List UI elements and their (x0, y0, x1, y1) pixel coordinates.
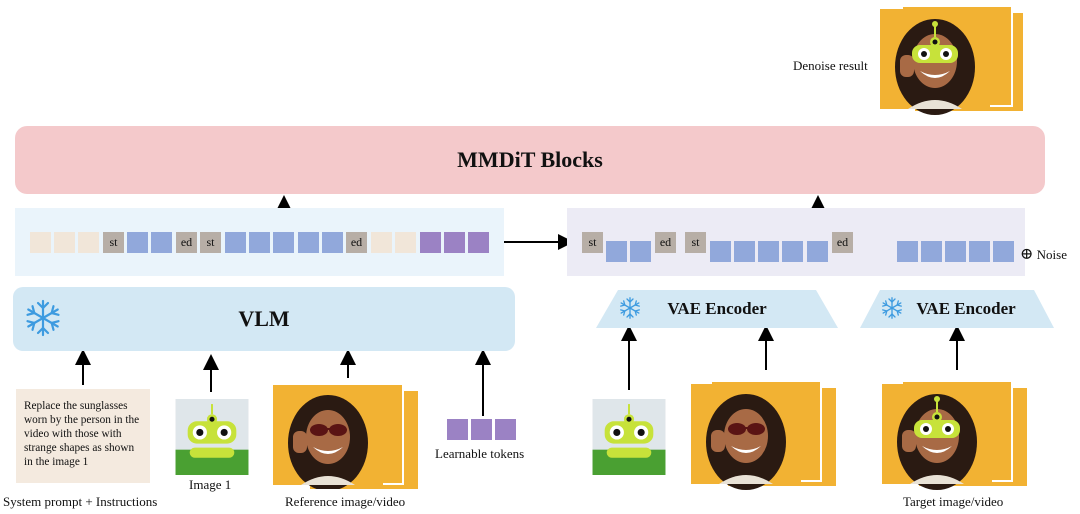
token-learnable (468, 232, 489, 253)
token-video (298, 232, 319, 253)
token-video (225, 232, 246, 253)
token-noise (945, 241, 966, 262)
learnable-token (471, 419, 492, 440)
image1-thumbnail (175, 399, 249, 475)
token-latent (734, 241, 755, 262)
token-prompt (371, 232, 392, 253)
token-video (273, 232, 294, 253)
vae-encoder-title: VAE Encoder (667, 299, 767, 318)
vlm-token-sequence: st ed st ed (15, 208, 504, 276)
token-prompt (78, 232, 99, 253)
image1-thumbnail-vae (592, 399, 666, 475)
token-end: ed (655, 232, 676, 253)
vae-encoder-block: VAE Encoder (596, 290, 838, 328)
vae-encoder-title: VAE Encoder (916, 299, 1016, 318)
token-video (322, 232, 343, 253)
token-latent (630, 241, 651, 262)
target-video-stack (882, 375, 1034, 495)
token-start: st (103, 232, 124, 253)
token-start: st (685, 232, 706, 253)
vae-token-sequence: st ed st ed (567, 208, 1025, 276)
noise-label: ⊕ Noise (1020, 244, 1067, 264)
token-end: ed (832, 232, 853, 253)
token-prompt (54, 232, 75, 253)
instruction-prompt: Replace the sunglasses worn by the perso… (16, 389, 150, 483)
token-prompt (395, 232, 416, 253)
vlm-title: VLM (238, 306, 290, 331)
reference-caption: Reference image/video (285, 494, 406, 509)
token-noise (993, 241, 1014, 262)
token-learnable (420, 232, 441, 253)
token-latent (782, 241, 803, 262)
learnable-tokens-caption: Learnable tokens (435, 446, 525, 461)
vae-encoder-block: VAE Encoder (860, 290, 1054, 328)
token-video (249, 232, 270, 253)
learnable-token (447, 419, 468, 440)
token-noise (897, 241, 918, 262)
token-start: st (582, 232, 603, 253)
token-start: st (200, 232, 221, 253)
noise-text: Noise (1036, 247, 1067, 262)
vlm-block: VLM (13, 287, 515, 351)
snowflake-icon (23, 298, 63, 338)
denoise-result-stack (880, 0, 1032, 120)
token-end: ed (346, 232, 367, 253)
token-noise (921, 241, 942, 262)
token-image (127, 232, 148, 253)
mmdit-title: MMDiT Blocks (457, 147, 603, 172)
token-latent (758, 241, 779, 262)
token-learnable (444, 232, 465, 253)
add-noise-icon: ⊕ (1020, 246, 1034, 263)
denoise-result-label: Denoise result (793, 58, 868, 73)
token-image (151, 232, 172, 253)
token-end: ed (176, 232, 197, 253)
learnable-token (495, 419, 516, 440)
system-prompt-caption: System prompt + Instructions (3, 494, 158, 509)
token-latent (710, 241, 731, 262)
mmdit-blocks: MMDiT Blocks (15, 126, 1045, 194)
token-latent (807, 241, 828, 262)
token-latent (606, 241, 627, 262)
image1-caption: Image 1 (189, 477, 232, 492)
token-prompt (30, 232, 51, 253)
reference-video-stack-vae (691, 375, 843, 495)
token-noise (969, 241, 990, 262)
target-caption: Target image/video (903, 494, 1004, 509)
reference-video-stack (273, 378, 421, 493)
